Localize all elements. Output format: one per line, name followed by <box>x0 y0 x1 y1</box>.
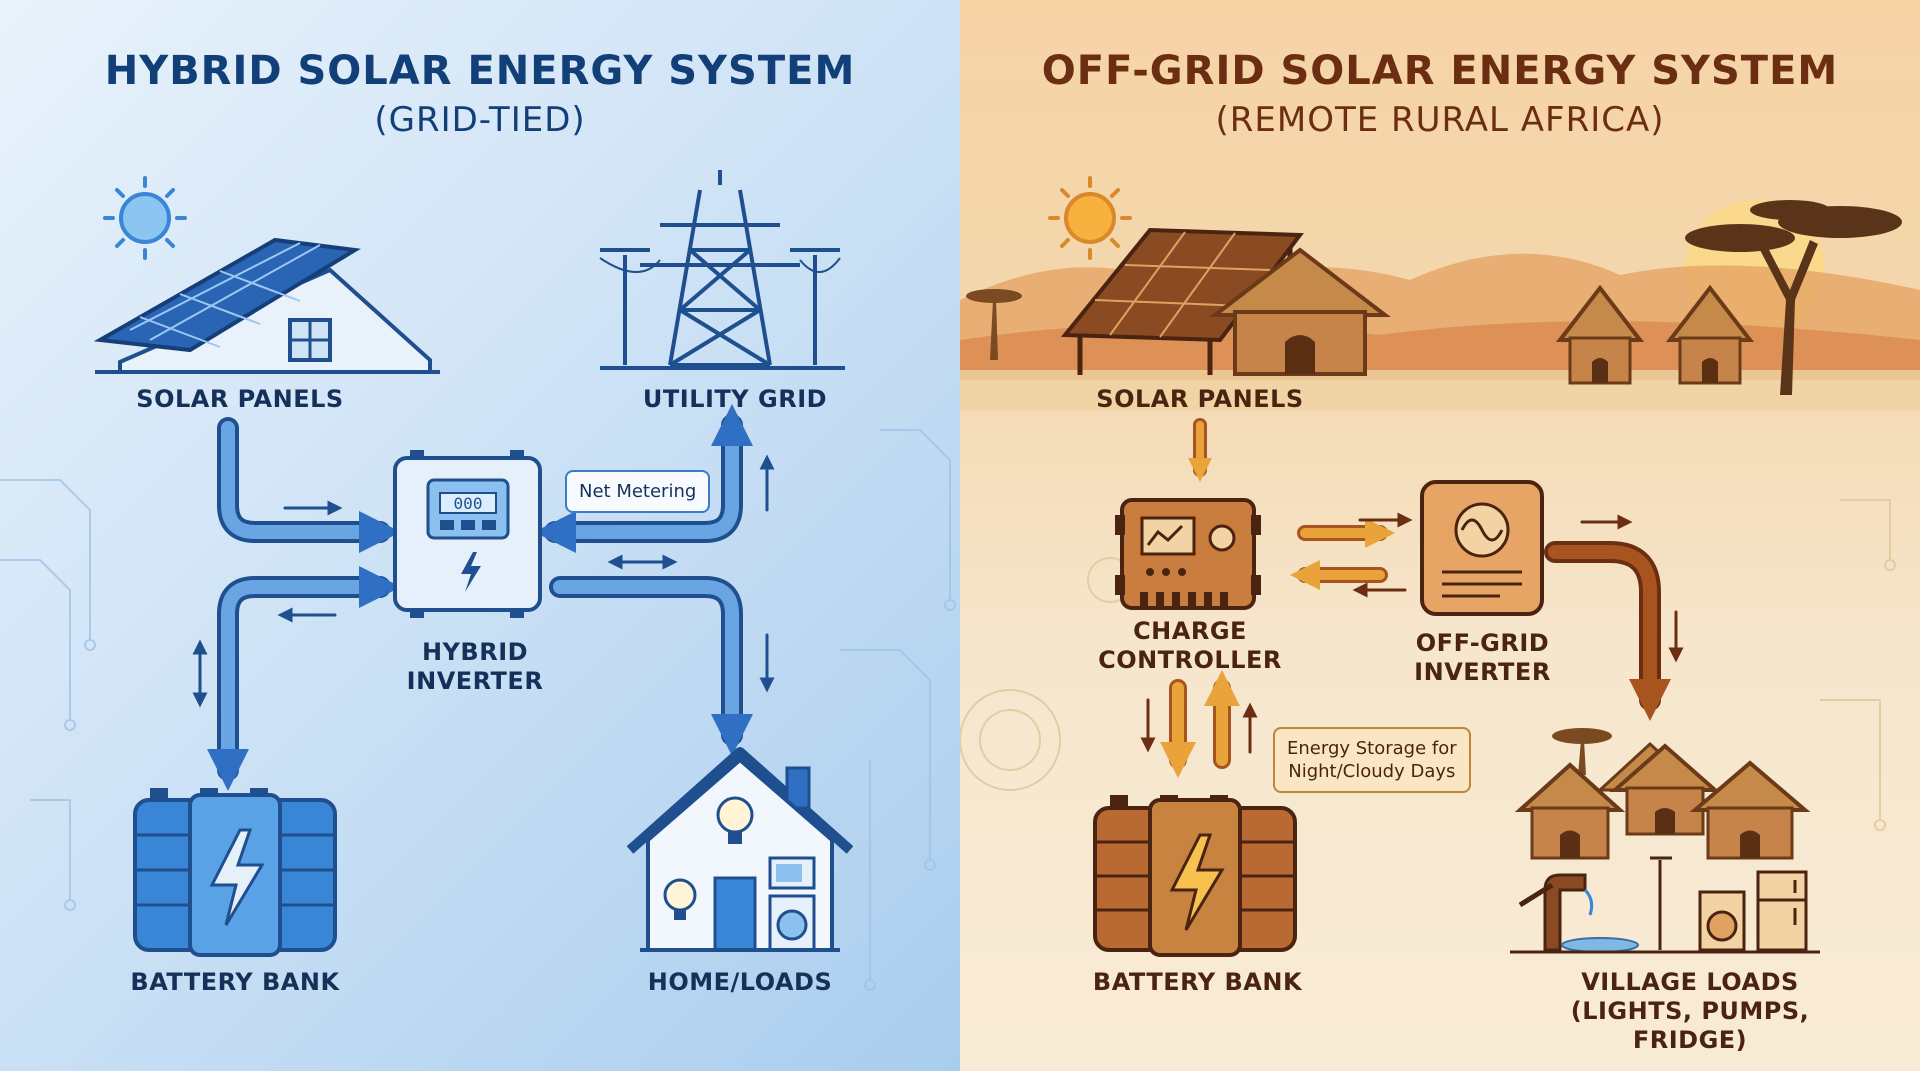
village-huts-icon <box>1555 284 1755 385</box>
inverter-display-text: 000 <box>454 494 483 513</box>
charge-controller-label: CHARGE CONTROLLER <box>1098 617 1282 674</box>
hybrid-title: HYBRID SOLAR ENERGY SYSTEM <box>104 48 856 94</box>
off-grid-inverter-label: OFF-GRID INVERTER <box>1414 629 1551 686</box>
off-grid-battery-label: BATTERY BANK <box>1092 968 1303 996</box>
off-grid-diagram-art <box>960 176 1920 957</box>
sun-icon <box>1048 176 1132 260</box>
rooftop-solar-icon <box>93 237 440 374</box>
battery-bank-icon <box>133 788 337 957</box>
hybrid-battery-label: BATTERY BANK <box>130 968 340 996</box>
hybrid-inverter-label: HYBRID INVERTER <box>406 638 544 695</box>
sun-icon <box>103 176 187 260</box>
small-tree-icon <box>966 289 1022 360</box>
energy-storage-callout: Energy Storage for Night/Cloudy Days <box>1273 727 1471 793</box>
gear-decoration <box>960 499 1896 831</box>
circuit-decoration <box>0 429 956 991</box>
off-grid-system-panel: OFF-GRID SOLAR ENERGY SYSTEM (REMOTE RUR… <box>960 0 1920 1071</box>
hybrid-diagram-art: 000 <box>0 170 956 991</box>
hybrid-subtitle: (GRID-TIED) <box>374 100 586 140</box>
home-loads-icon <box>626 747 854 952</box>
acacia-tree-icon <box>1685 200 1902 395</box>
hybrid-home-label: HOME/LOADS <box>647 968 833 996</box>
off-grid-title: OFF-GRID SOLAR ENERGY SYSTEM <box>1041 48 1839 94</box>
utility-tower-icon <box>599 170 845 370</box>
off-grid-subtitle: (REMOTE RURAL AFRICA) <box>1215 100 1665 140</box>
net-metering-callout: Net Metering <box>565 470 711 513</box>
off-grid-solar-label: SOLAR PANELS <box>1096 385 1304 413</box>
village-loads-icon <box>1510 728 1820 954</box>
battery-bank-icon <box>1093 795 1297 957</box>
thatched-hut-icon <box>1209 247 1391 376</box>
hybrid-solar-label: SOLAR PANELS <box>136 385 344 413</box>
charge-controller-icon <box>1115 498 1261 610</box>
hybrid-inverter-icon: 000 <box>393 450 542 618</box>
hybrid-grid-label: UTILITY GRID <box>642 385 828 413</box>
village-loads-label: VILLAGE LOADS (LIGHTS, PUMPS, FRIDGE) <box>1570 968 1810 1054</box>
off-grid-flow-lines <box>1140 418 1684 778</box>
hybrid-flow-lines <box>192 404 775 791</box>
hybrid-system-panel: 000 <box>0 0 960 1071</box>
off-grid-inverter-icon <box>1420 480 1544 616</box>
